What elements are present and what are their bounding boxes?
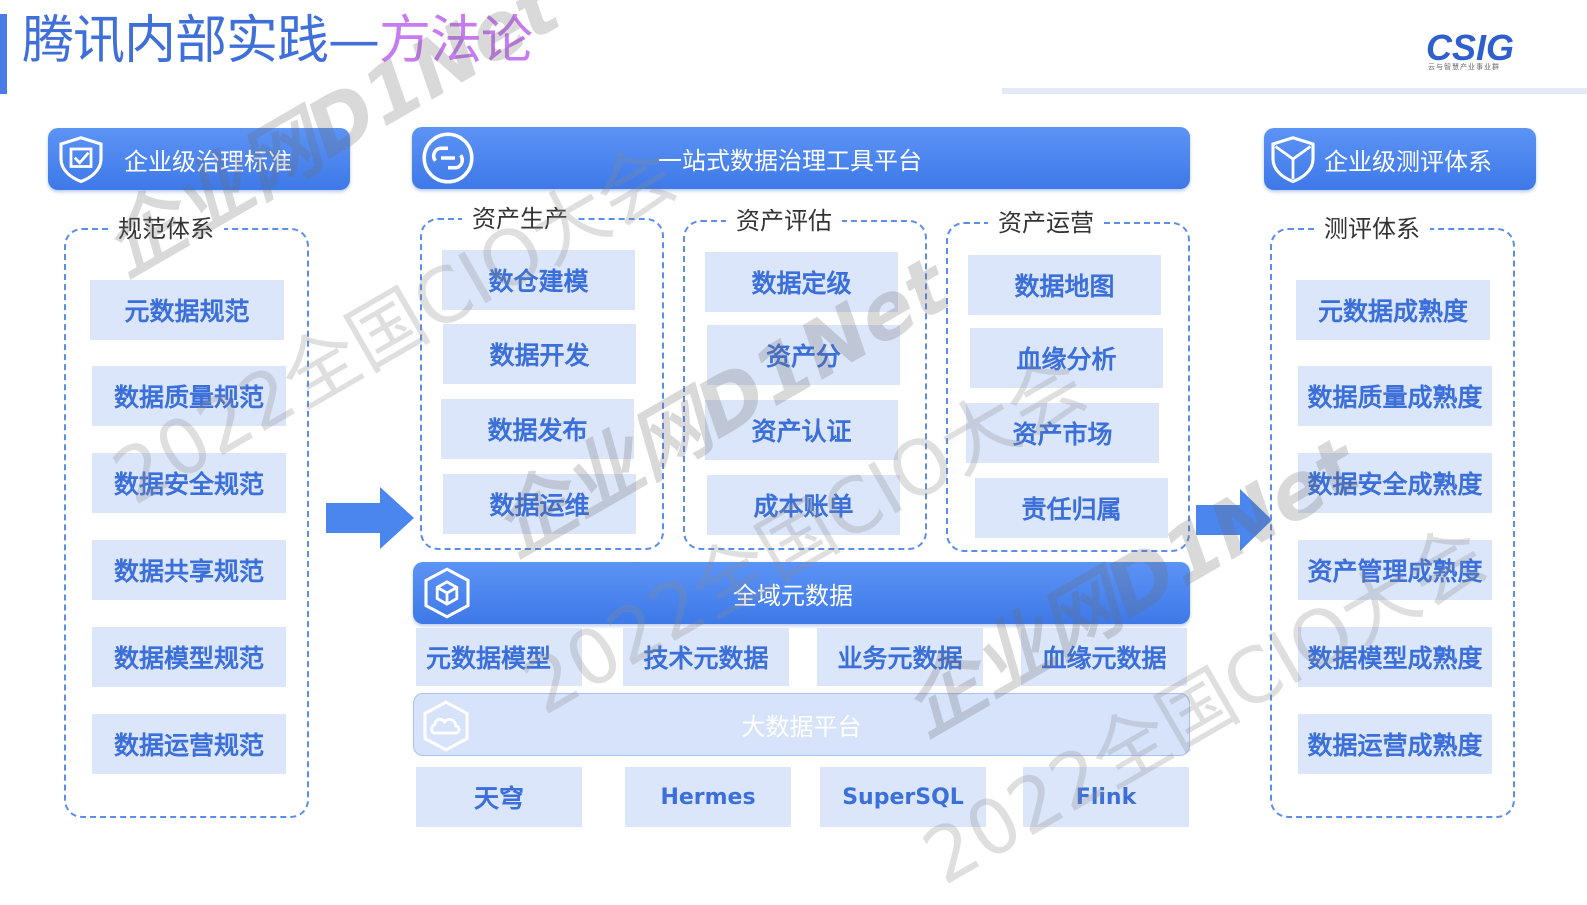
eval-item: 数据安全成熟度 — [1298, 453, 1492, 513]
right-header: 企业级测评体系 — [1264, 128, 1536, 190]
metadata-item: 技术元数据 — [623, 628, 789, 686]
platform-item: 天穹 — [416, 767, 582, 827]
bigdata-platform-bar: 大数据平台 — [413, 693, 1190, 756]
group-label: 资产评估 — [726, 206, 842, 236]
tool-item: 数据开发 — [443, 324, 636, 384]
spec-item: 数据模型规范 — [92, 627, 286, 687]
eval-item: 数据模型成熟度 — [1298, 627, 1492, 687]
tool-item: 数据地图 — [968, 255, 1161, 315]
arrow-right-icon — [1196, 489, 1272, 551]
page-title: 腾讯内部实践—方法论 — [22, 6, 533, 76]
logo-tagline: 云与智慧产业事业群 — [1428, 63, 1500, 71]
right-header-label: 企业级测评体系 — [1324, 147, 1492, 176]
spec-item: 数据质量规范 — [92, 366, 286, 426]
spec-item: 数据共享规范 — [92, 540, 286, 600]
cube-icon — [424, 567, 470, 619]
left-group-label: 规范体系 — [108, 214, 224, 244]
tool-item: 资产分 — [707, 325, 900, 385]
eval-item: 元数据成熟度 — [1296, 280, 1490, 340]
tool-item: 数据运维 — [443, 474, 636, 534]
tool-item: 成本账单 — [707, 475, 900, 535]
left-header: 企业级治理标准 — [48, 128, 350, 190]
metadata-item: 血缘元数据 — [1021, 628, 1187, 686]
metadata-bar-label: 全域元数据 — [733, 581, 853, 610]
middle-header-label: 一站式数据治理工具平台 — [658, 146, 922, 175]
metadata-item: 元数据模型 — [416, 628, 582, 686]
link-circle-icon — [422, 132, 474, 184]
tool-item: 血缘分析 — [970, 328, 1163, 388]
group-label: 资产生产 — [462, 204, 578, 234]
eval-item: 数据质量成熟度 — [1298, 366, 1492, 426]
title-rule — [1002, 88, 1587, 94]
tool-item: 责任归属 — [975, 478, 1168, 538]
logo-wordmark: CSIG — [1426, 28, 1514, 68]
tool-item: 数仓建模 — [442, 250, 635, 310]
spec-item: 元数据规范 — [90, 280, 284, 340]
page-title-main: 腾讯内部实践— — [22, 11, 380, 71]
spec-item: 数据运营规范 — [92, 714, 286, 774]
platform-item: Hermes — [625, 767, 791, 827]
title-accent-bar — [0, 14, 7, 94]
shield-chevron-icon — [1271, 136, 1315, 184]
eval-item: 数据运营成熟度 — [1298, 714, 1492, 774]
tool-item: 资产认证 — [705, 400, 898, 460]
group-label: 资产运营 — [988, 208, 1104, 238]
middle-header: 一站式数据治理工具平台 — [412, 127, 1190, 189]
platform-item: SuperSQL — [820, 767, 986, 827]
metadata-item: 业务元数据 — [817, 628, 983, 686]
left-header-label: 企业级治理标准 — [124, 147, 292, 176]
eval-item: 资产管理成熟度 — [1298, 540, 1492, 600]
arrow-right-icon — [326, 487, 414, 549]
bigdata-platform-label: 大数据平台 — [741, 713, 862, 741]
metadata-bar: 全域元数据 — [413, 562, 1190, 624]
spec-item: 数据安全规范 — [92, 453, 286, 513]
tool-item: 数据发布 — [441, 399, 634, 459]
tool-item: 资产市场 — [966, 403, 1159, 463]
cloud-icon — [423, 700, 469, 752]
page-title-highlight: 方法论 — [379, 11, 533, 71]
platform-item: Flink — [1023, 767, 1189, 827]
csig-logo: CSIG — [1426, 28, 1514, 68]
right-group-label: 测评体系 — [1314, 214, 1430, 244]
tool-item: 数据定级 — [705, 252, 898, 312]
shield-check-icon — [59, 136, 103, 184]
